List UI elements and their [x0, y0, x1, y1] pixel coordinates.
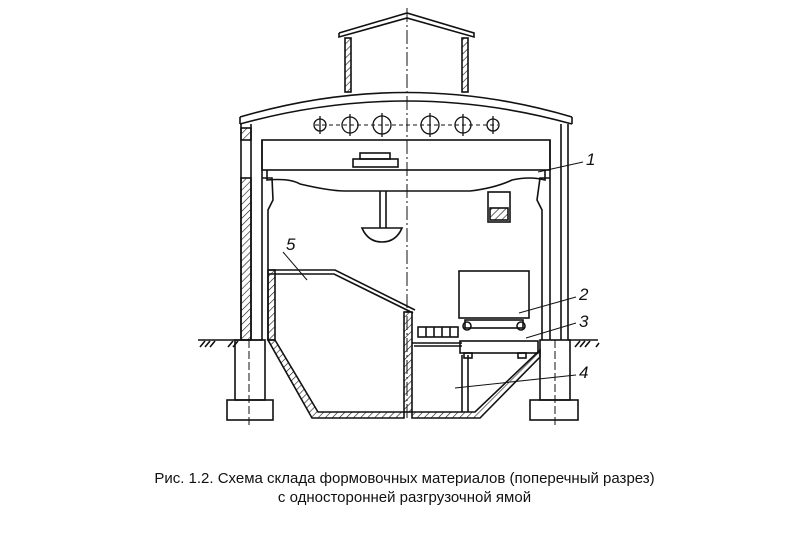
figure-caption-line-1: Рис. 1.2. Схема склада формовочных матер…: [154, 470, 655, 487]
wagon-tippler-platform: [459, 340, 539, 359]
callout-label-1: 1: [586, 150, 595, 169]
right-wall: [549, 124, 569, 340]
right-foundation: [529, 339, 579, 425]
callout-label-2: 2: [578, 285, 589, 304]
callout-label-3: 3: [579, 312, 589, 331]
left-wall: [240, 124, 263, 341]
figure-caption-line-2: с односторонней разгрузочной ямой: [277, 489, 532, 506]
storage-bin: [266, 269, 416, 419]
ground-line: [198, 339, 600, 348]
callout-leaders: [282, 161, 584, 389]
left-foundation: [226, 339, 274, 425]
bridge-crane: [262, 152, 550, 340]
railcar: [458, 270, 530, 331]
roof-arch: [239, 91, 573, 125]
conveyor-grid: [417, 326, 459, 338]
roof-lantern: [338, 12, 475, 93]
unloading-pit: [411, 342, 541, 419]
crane-runway-frame: [261, 139, 551, 171]
callout-label-4: 4: [579, 363, 588, 382]
callout-label-5: 5: [286, 235, 296, 254]
skylight-openings: [313, 113, 500, 137]
